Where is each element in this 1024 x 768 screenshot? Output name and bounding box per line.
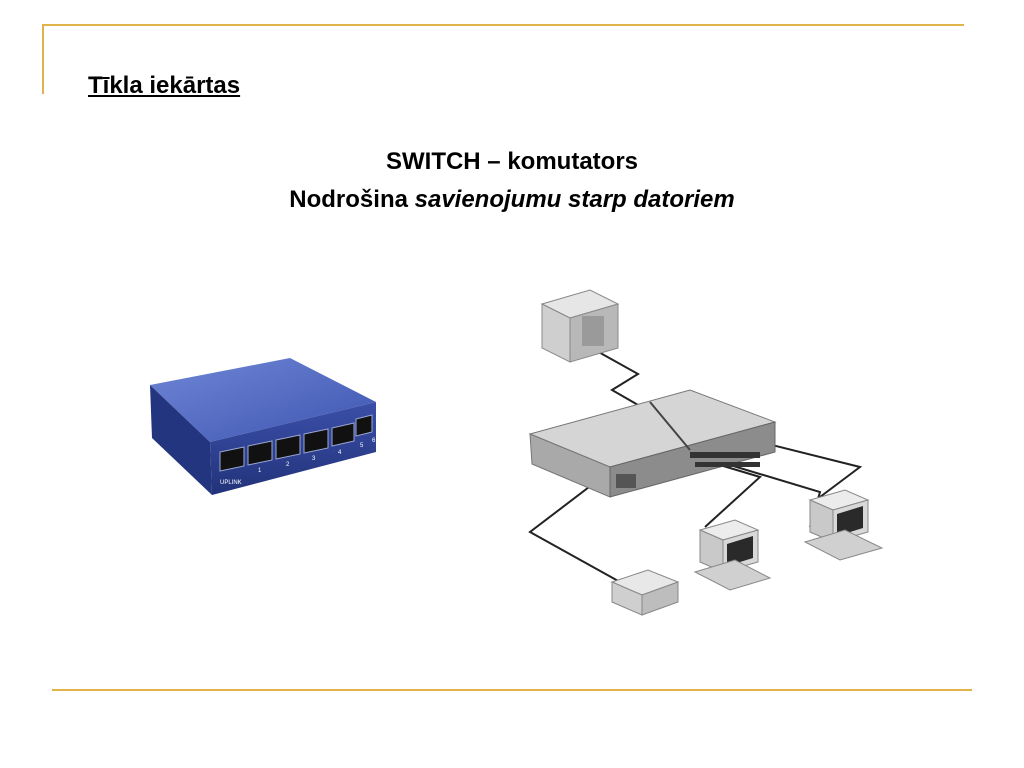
uplink-label: UPLINK bbox=[220, 480, 242, 486]
subtitle-prefix: Nodrošina bbox=[289, 186, 415, 213]
computer-icon-1 bbox=[693, 519, 772, 591]
server-icon bbox=[540, 289, 620, 363]
left-rule bbox=[42, 24, 44, 94]
port-label-5: 5 bbox=[360, 443, 364, 449]
top-rule bbox=[42, 24, 964, 26]
network-switch-image: UPLINK 1 2 3 4 5 6 bbox=[150, 358, 376, 495]
subtitle-line-2: Nodrošina savienojumu starp datoriem bbox=[0, 186, 1024, 214]
port-label-1: 1 bbox=[258, 468, 262, 474]
subtitle-emphasis: savienojumu starp datoriem bbox=[414, 186, 735, 213]
rack-switch-icon bbox=[528, 389, 777, 498]
port-label-4: 4 bbox=[338, 450, 342, 456]
network-diagram-image bbox=[528, 289, 884, 616]
port-label-3: 3 bbox=[312, 456, 316, 462]
slide-heading: Tīkla iekārtas bbox=[88, 72, 241, 99]
computer-icon-2 bbox=[803, 489, 884, 561]
port-label-6: 6 bbox=[372, 438, 376, 444]
bottom-rule bbox=[52, 689, 972, 691]
subtitle-line-1: SWITCH – komutators bbox=[385, 148, 639, 175]
printer-icon bbox=[610, 569, 680, 616]
port-label-2: 2 bbox=[286, 462, 290, 468]
